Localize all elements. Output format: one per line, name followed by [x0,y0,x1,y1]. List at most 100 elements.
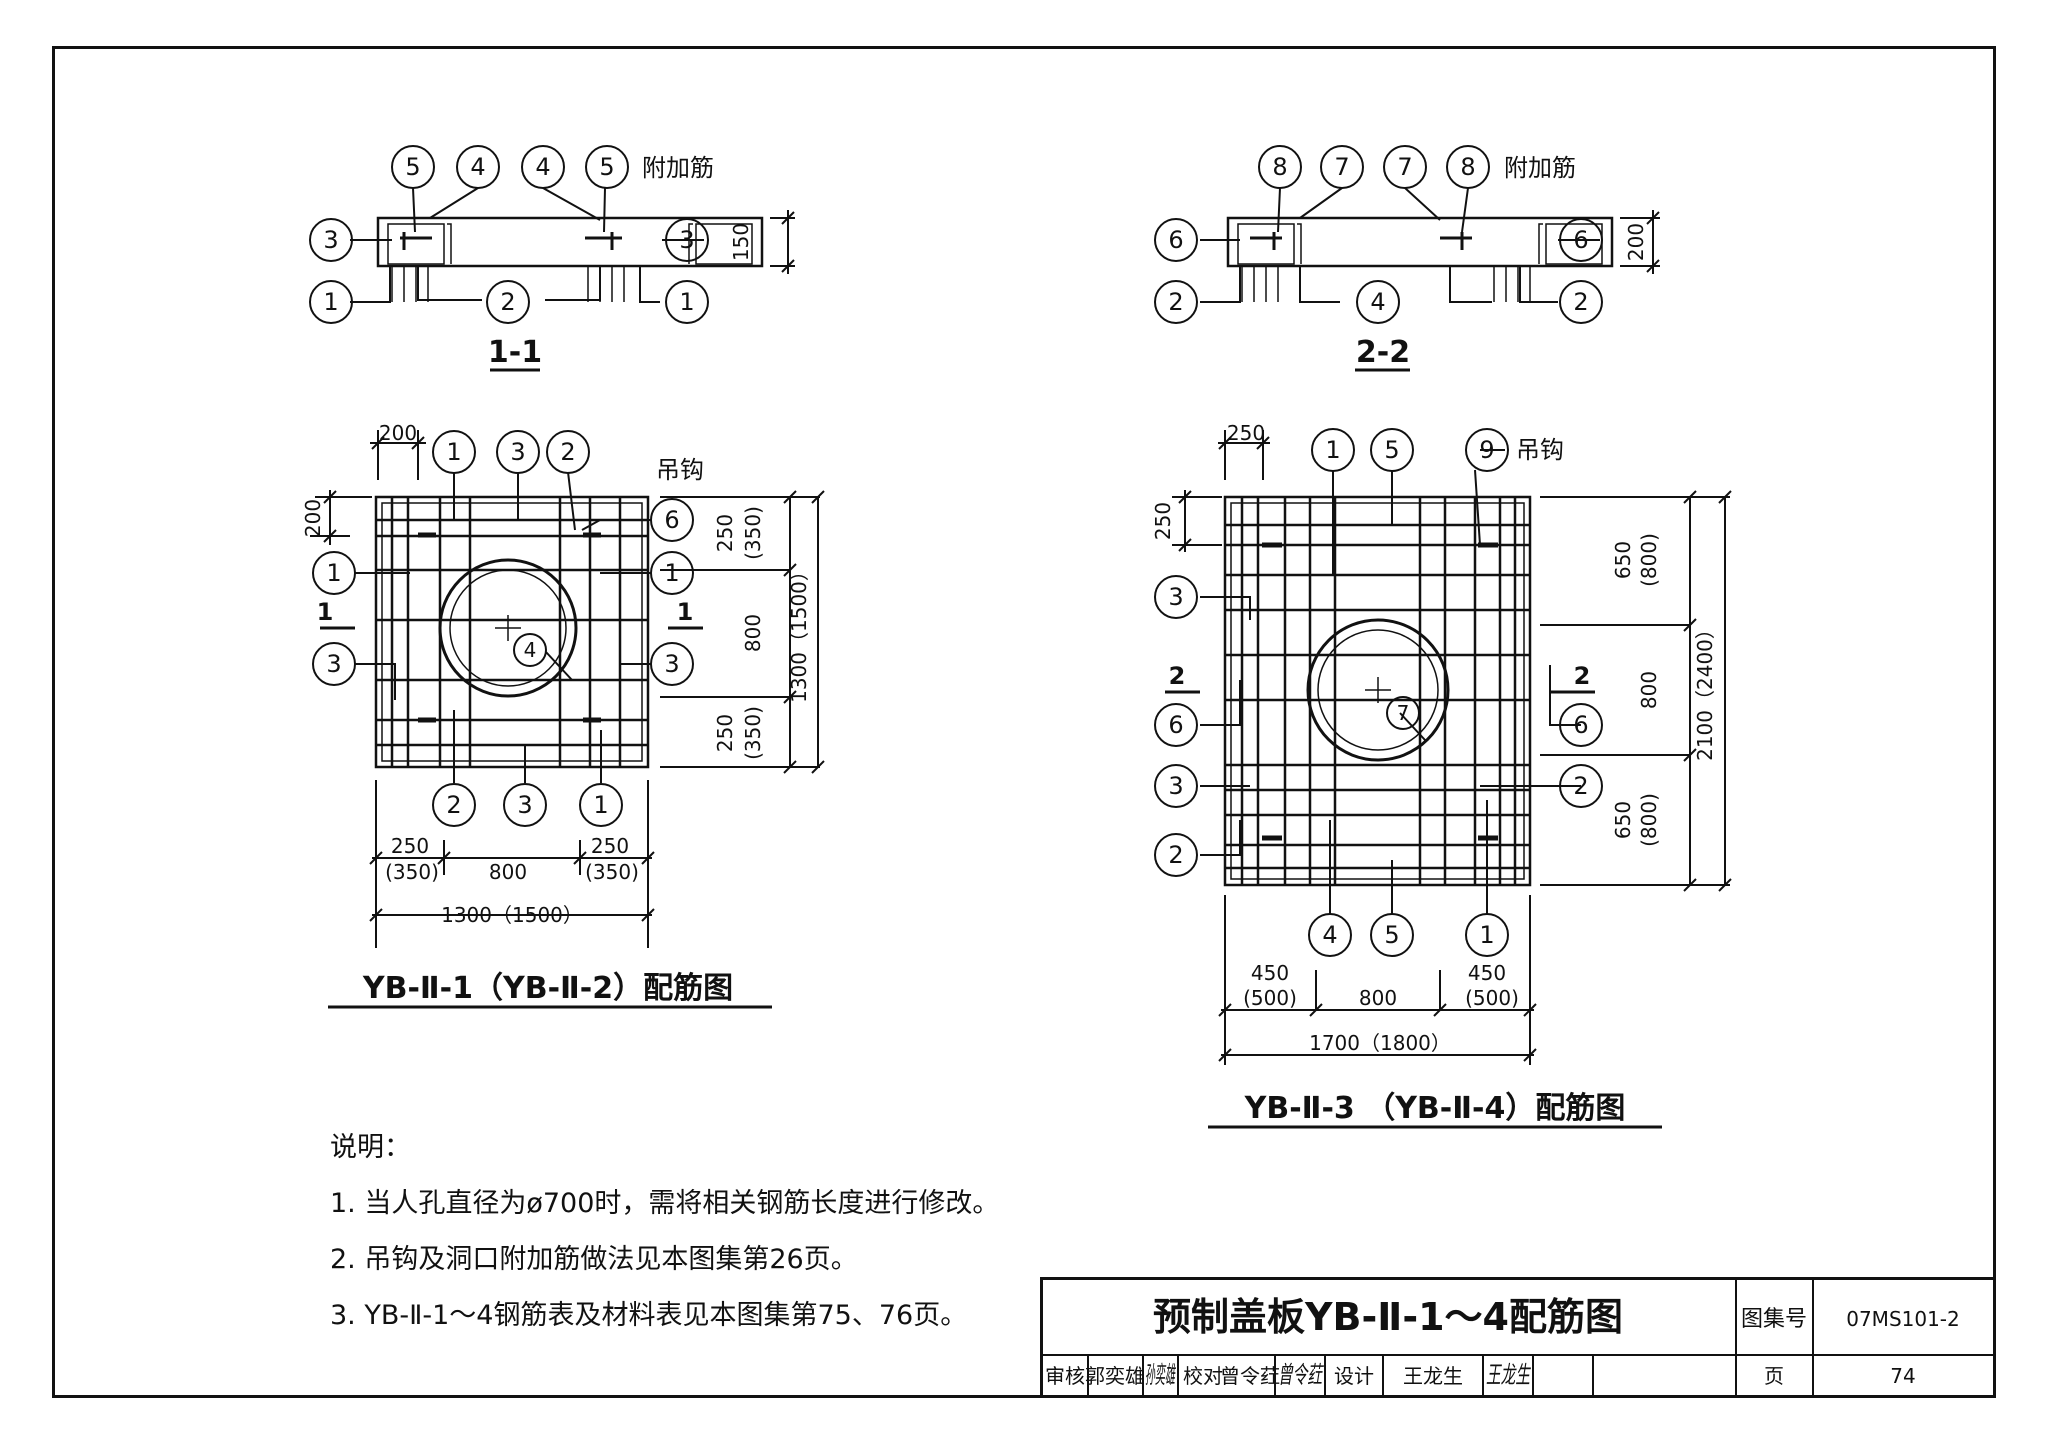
bubble-label: 2 [1168,288,1183,316]
bubble-label: 7 [1397,701,1410,725]
dim-text: (800) [1637,533,1661,587]
bubble-label: 3 [326,650,341,678]
dim-text: 800 [1359,986,1397,1010]
dim-text: 1700（1800） [1309,1031,1451,1055]
bubble-label: 5 [1384,436,1399,464]
cut-mark: 1 [677,598,694,626]
bubble-label: 6 [1168,226,1183,254]
bubble-label: 4 [535,153,550,181]
checker-name: 曾令荭 [1220,1364,1280,1388]
bubble-label: 1 [1325,436,1340,464]
bubble-label: 7 [1397,153,1412,181]
dim-text: (350) [385,860,439,884]
cut-mark: 2 [1169,662,1186,690]
section-1-1 [350,187,795,303]
bubble-label: 1 [679,288,694,316]
bubble-label: 4 [1370,288,1385,316]
extra-rebar-label: 附加筋 [1504,154,1576,182]
bubble-label: 5 [599,153,614,181]
dim-text: (350) [741,506,765,560]
drawing-text: 5 4 4 5 3 3 1 2 1 附加筋 150 1-1 8 7 7 8 6 … [301,153,1717,1126]
bubble-label: 1 [326,559,341,587]
dim-text: 250 [1151,502,1175,540]
dim-text: 200 [379,421,417,445]
note-item: 2. 吊钩及洞口附加筋做法见本图集第26页。 [330,1244,858,1275]
drawing-frame [52,46,1996,1398]
atlas-number: 07MS101-2 [1846,1307,1960,1331]
section-1-1-bubbles [309,145,709,324]
review-label: 审核 [1045,1364,1085,1388]
bubble-label: 1 [1479,921,1494,949]
hook-label: 吊钩 [1516,436,1564,464]
cut-mark: 2 [1574,662,1591,690]
bubble-label: 8 [1272,153,1287,181]
plan-title: YB-Ⅱ-1（YB-Ⅱ-2）配筋图 [362,971,733,1006]
bubble-label: 2 [500,288,515,316]
reviewer-signature: 孙奕雄 [1145,1361,1176,1389]
dim-text: (350) [741,706,765,760]
bubble-label: 2 [1168,841,1183,869]
designer-signature: 王龙生 [1486,1361,1531,1389]
dim-text: 1300（1500） [787,561,811,703]
check-label: 校对 [1183,1364,1223,1388]
hook-label: 吊钩 [656,456,704,484]
bubble-label: 1 [323,288,338,316]
bubble-label: 4 [1322,921,1337,949]
bubble-label: 6 [1168,711,1183,739]
dim-text: 650 [1611,541,1635,579]
designer-name: 王龙生 [1403,1364,1463,1388]
section-2-2 [1200,187,1660,303]
bubble-label: 4 [524,638,537,662]
dim-text: (500) [1243,986,1297,1010]
plan-1-slab [374,495,650,769]
dim-text: 800 [489,860,527,884]
bubble-label: 9 [1479,436,1494,464]
bubble-label: 3 [679,226,694,254]
section-title: 2-2 [1356,335,1410,370]
notes: 说明： 1. 当人孔直径为ø700时，需将相关钢筋长度进行修改。 2. 吊钩及洞… [330,1120,999,1344]
dim-text: (500) [1465,986,1519,1010]
bubble-label: 5 [405,153,420,181]
dim-text: 250 [713,514,737,552]
bubble-label: 1 [593,791,608,819]
dim-text: 800 [741,614,765,652]
dim-text: 2100（2400） [1693,619,1717,761]
page-label: 页 [1764,1364,1784,1388]
dim-text: 1300（1500） [441,903,583,927]
note-item: 3. YB-Ⅱ-1～4钢筋表及材料表见本图集第75、76页。 [330,1300,968,1331]
dim-text: 450 [1468,961,1506,985]
plan-1-bubbles [312,430,694,827]
plan-title: YB-Ⅱ-3 （YB-Ⅱ-4）配筋图 [1244,1091,1626,1126]
section-2-2-bubbles [1154,145,1603,324]
bubble-label: 5 [1384,921,1399,949]
bubble-label: 4 [470,153,485,181]
bubble-label: 2 [560,438,575,466]
bubble-label: 3 [323,226,338,254]
bubble-label: 6 [1573,711,1588,739]
plan-1-leaders [310,430,825,948]
dim-text: 450 [1251,961,1289,985]
dim-text: 250 [591,834,629,858]
dim-text: 200 [1624,223,1648,261]
reviewer-name: 郭奕雄 [1085,1364,1145,1388]
title-block: 预制盖板YB-Ⅱ-1～4配筋图 图集号 07MS101-2 审核 郭奕雄 孙奕雄… [1040,1277,1996,1398]
bubble-label: 3 [510,438,525,466]
page-number: 74 [1890,1364,1915,1388]
dim-text: 250 [1227,421,1265,445]
bubble-label: 6 [664,506,679,534]
notes-heading: 说明： [330,1132,411,1163]
cut-mark: 1 [317,598,334,626]
dim-text: 150 [729,223,753,261]
dim-text: (800) [1637,793,1661,847]
bubble-label: 2 [1573,288,1588,316]
bubble-label: 2 [1573,772,1588,800]
dim-text: 250 [713,714,737,752]
plan-2-leaders [1165,430,1732,1065]
bubble-label: 3 [1168,583,1183,611]
plan-2-slab [1223,495,1532,887]
bubble-label: 1 [664,559,679,587]
bubble-label: 3 [517,791,532,819]
bubble-label: 3 [1168,772,1183,800]
checker-signature: 曾令荭 [1278,1361,1324,1389]
